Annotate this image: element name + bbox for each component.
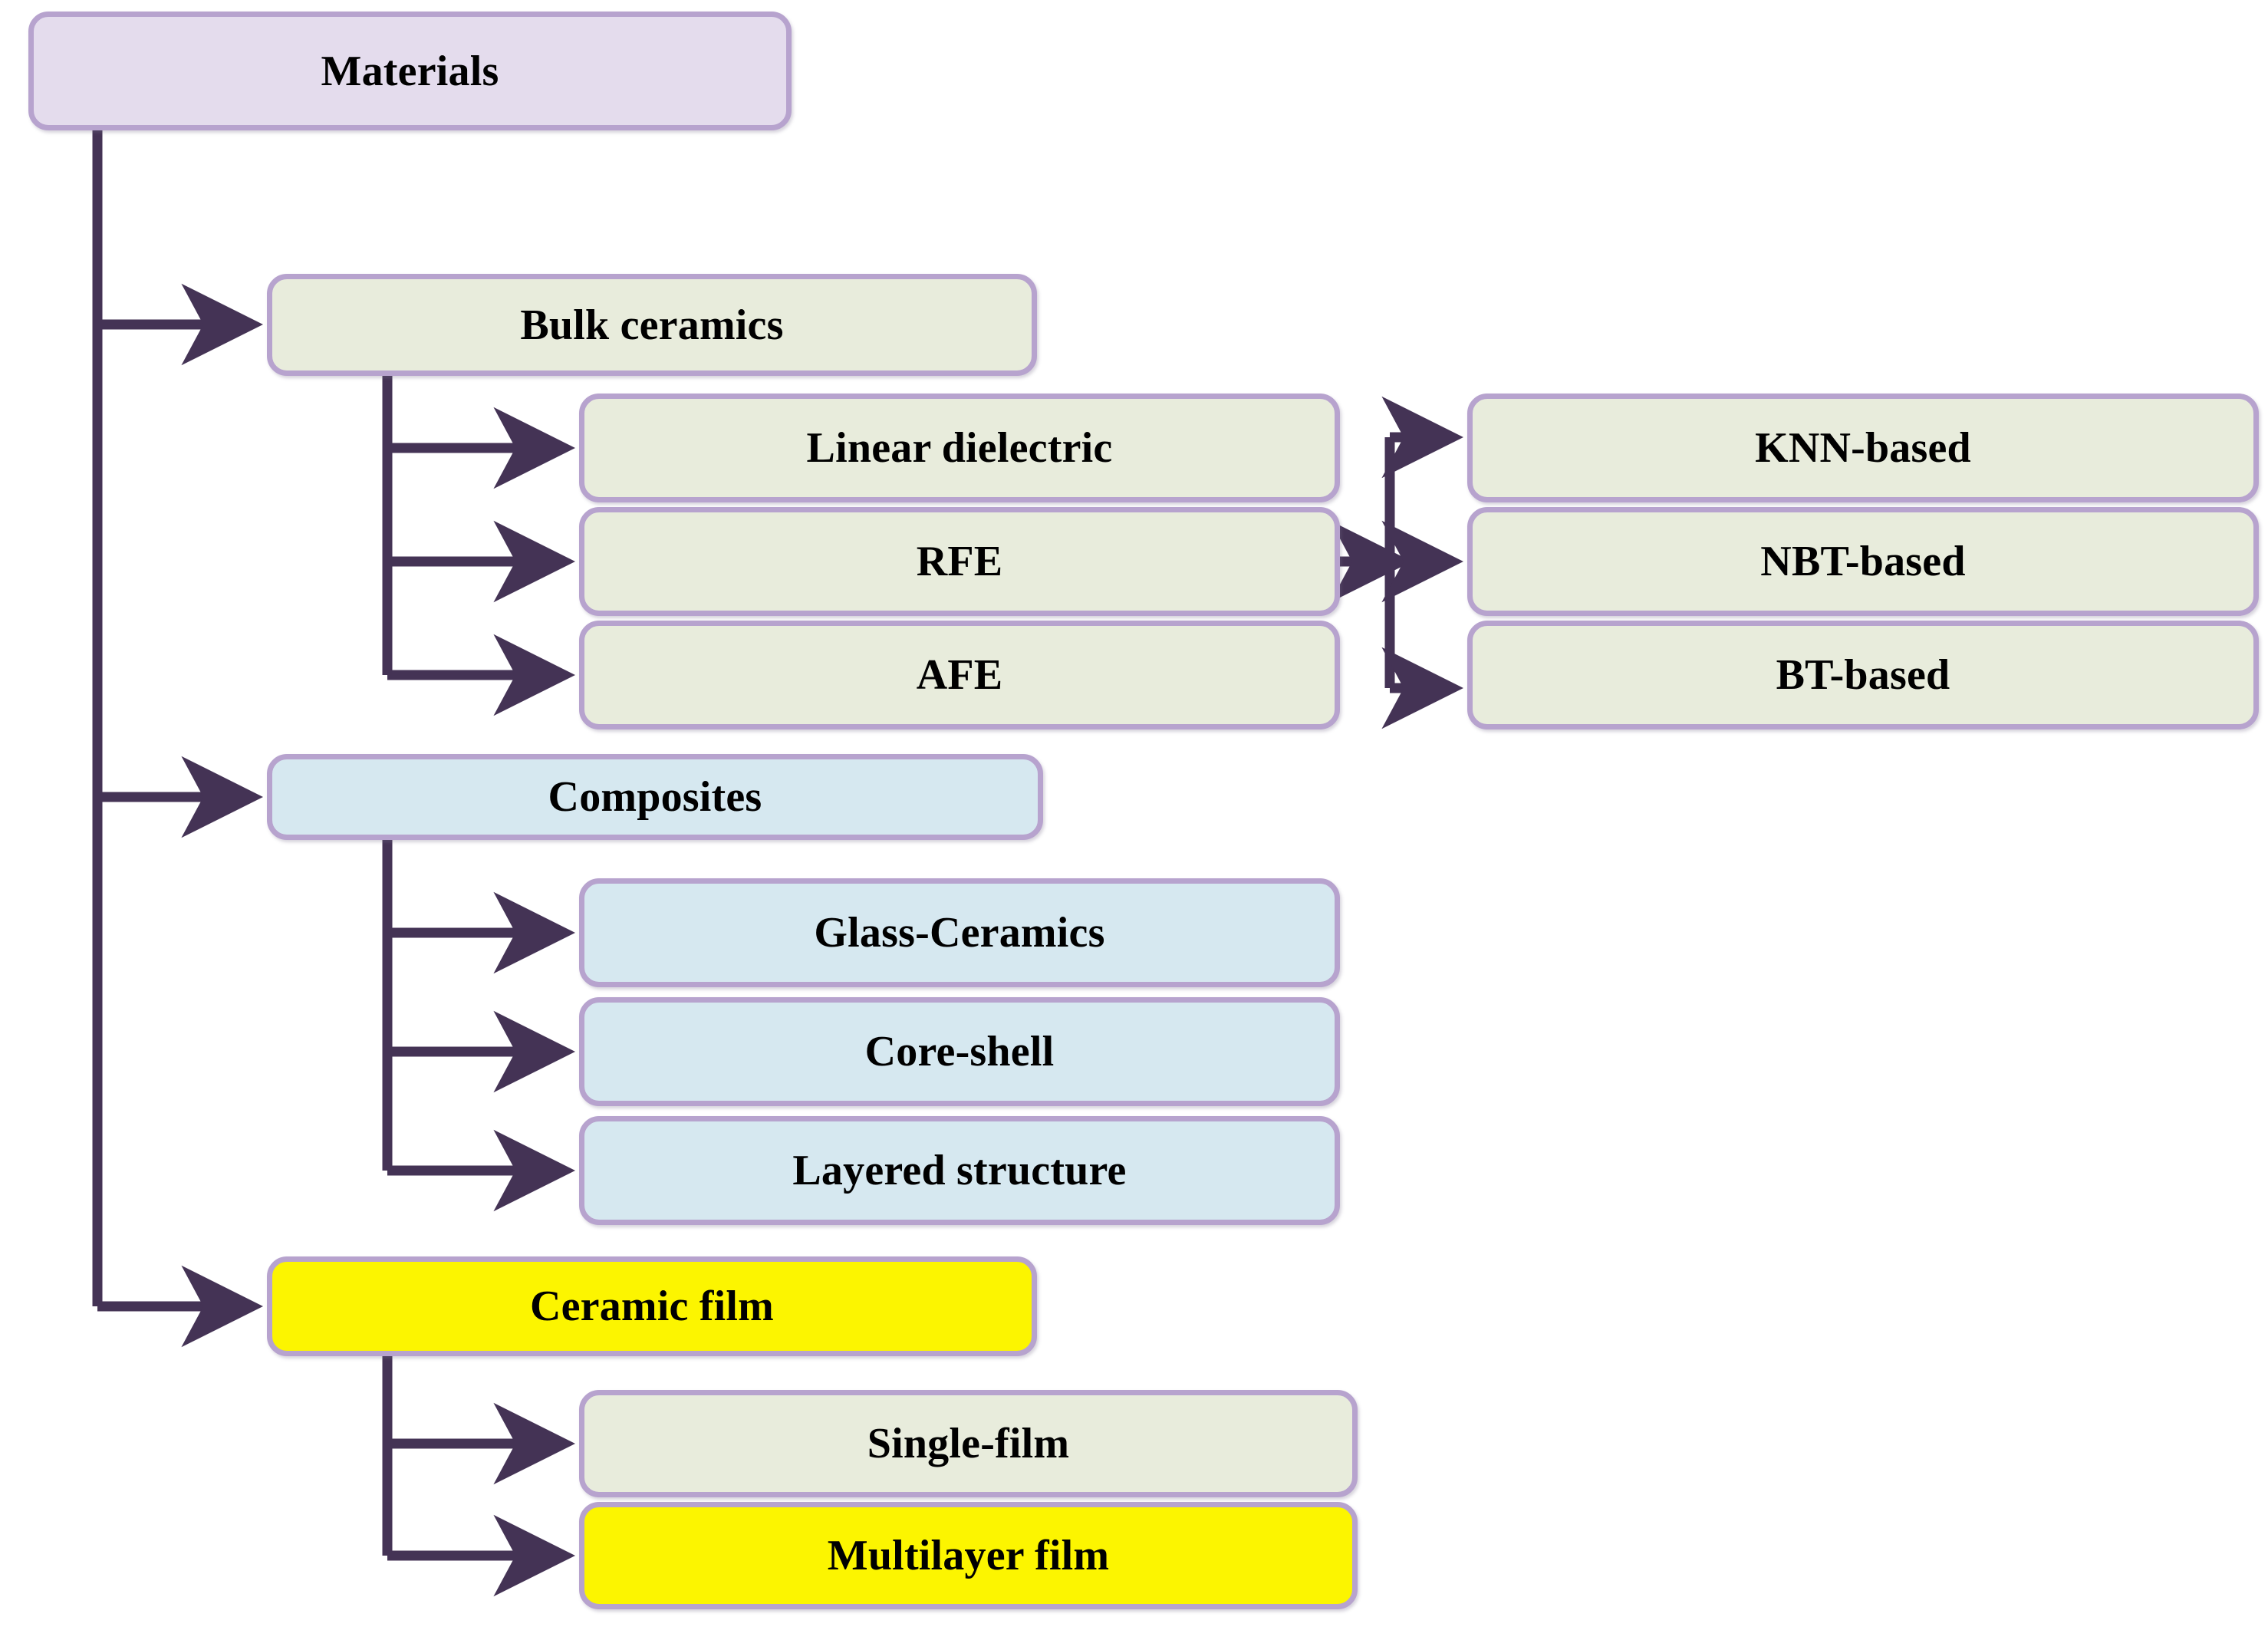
node-label-bulk-ceramics: Bulk ceramics <box>520 301 784 349</box>
node-label-core-shell: Core-shell <box>864 1028 1055 1075</box>
edge-materials-branch <box>92 130 264 1348</box>
node-label-glass-ceramics: Glass-Ceramics <box>814 909 1105 957</box>
node-label-rfe: RFE <box>916 538 1003 585</box>
node-label-nbt-based: NBT-based <box>1760 538 1966 585</box>
node-label-composites: Composites <box>548 773 762 821</box>
node-label-materials: Materials <box>321 47 499 95</box>
node-label-knn-based: KNN-based <box>1755 424 1971 472</box>
node-ceramic-film[interactable]: Ceramic film <box>267 1256 1037 1356</box>
node-afe[interactable]: AFE <box>579 621 1340 729</box>
node-single-film[interactable]: Single-film <box>579 1390 1358 1497</box>
edge-rfe-branch <box>1330 396 1464 729</box>
node-label-single-film: Single-film <box>867 1420 1070 1467</box>
node-label-bt-based: BT-based <box>1776 651 1950 699</box>
node-composites[interactable]: Composites <box>267 754 1043 840</box>
node-layered-structure[interactable]: Layered structure <box>579 1116 1340 1225</box>
node-multilayer-film[interactable]: Multilayer film <box>579 1502 1358 1609</box>
edge-composites-branch <box>382 840 576 1212</box>
node-label-ceramic-film: Ceramic film <box>529 1283 775 1330</box>
node-rfe[interactable]: RFE <box>579 507 1340 616</box>
edge-ceramic-film-branch <box>382 1356 576 1597</box>
node-linear-dielectric[interactable]: Linear dielectric <box>579 394 1340 502</box>
node-knn-based[interactable]: KNN-based <box>1467 394 2259 502</box>
node-glass-ceramics[interactable]: Glass-Ceramics <box>579 878 1340 987</box>
node-label-linear-dielectric: Linear dielectric <box>806 424 1113 472</box>
node-nbt-based[interactable]: NBT-based <box>1467 507 2259 616</box>
node-bulk-ceramics[interactable]: Bulk ceramics <box>267 274 1037 376</box>
node-label-multilayer-film: Multilayer film <box>827 1532 1110 1579</box>
node-materials[interactable]: Materials <box>28 12 792 130</box>
node-bt-based[interactable]: BT-based <box>1467 621 2259 729</box>
edge-bulk-ceramics-branch <box>382 376 576 716</box>
node-label-afe: AFE <box>916 651 1003 699</box>
node-core-shell[interactable]: Core-shell <box>579 997 1340 1106</box>
node-label-layered-structure: Layered structure <box>792 1147 1127 1194</box>
